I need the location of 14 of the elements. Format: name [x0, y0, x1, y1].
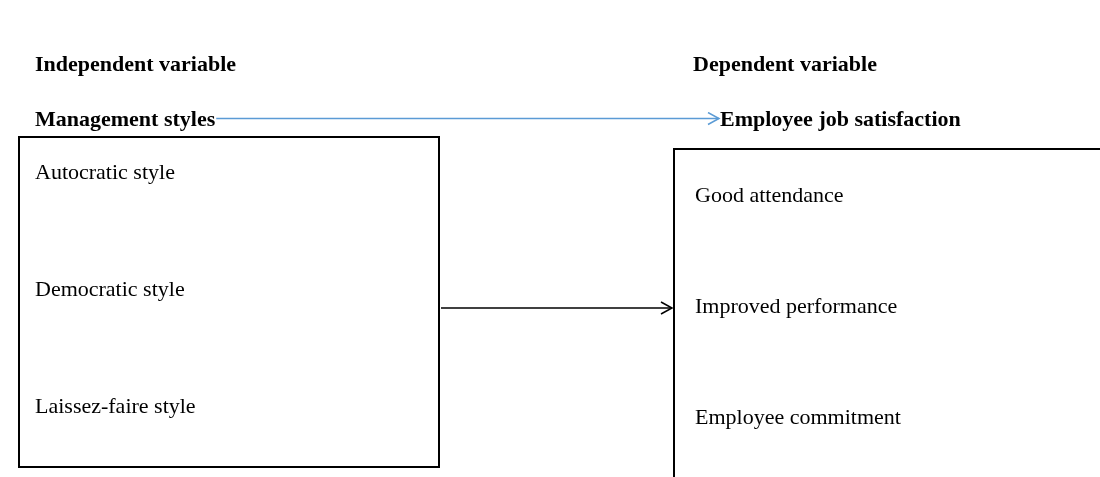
list-item: Good attendance — [695, 181, 845, 209]
list-item: Democratic style — [35, 275, 186, 303]
list-box — [673, 148, 1100, 477]
list-item: Laissez-faire style — [35, 392, 197, 420]
list-box — [18, 136, 440, 468]
arrow — [215, 111, 720, 126]
list-item: Autocratic style — [35, 158, 176, 186]
list-item: Employee commitment — [695, 403, 902, 431]
heading-label: Management styles — [35, 105, 216, 133]
heading-label: Dependent variable — [693, 50, 877, 78]
arrow — [440, 301, 673, 315]
list-item: Improved performance — [695, 292, 899, 320]
heading-label: Employee job satisfaction — [720, 105, 961, 133]
heading-label: Independent variable — [35, 50, 237, 78]
